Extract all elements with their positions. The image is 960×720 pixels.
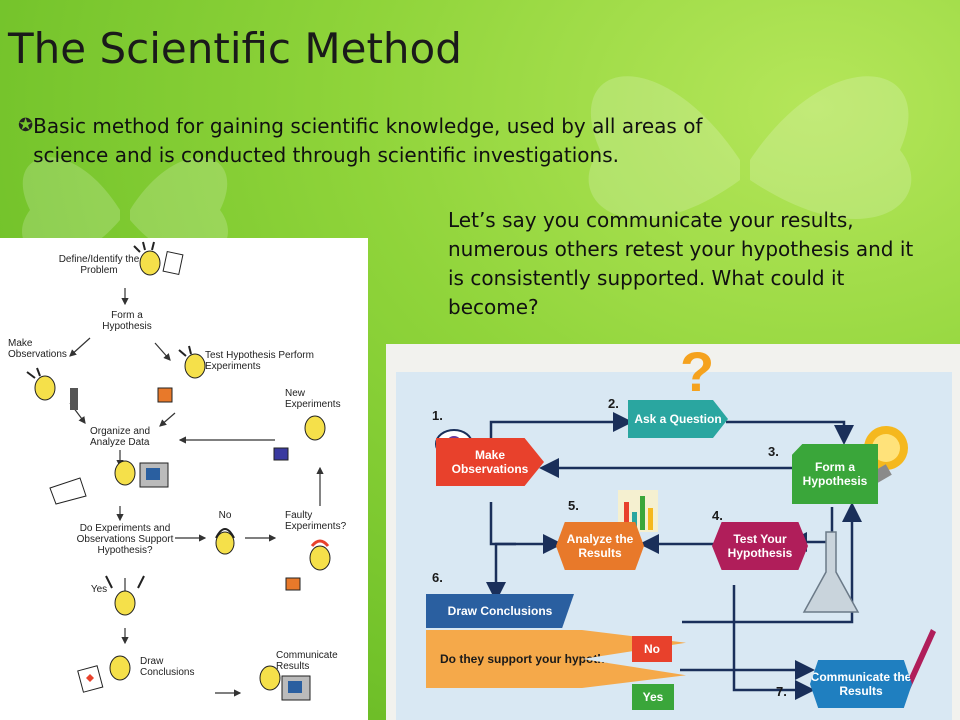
step-communicate-results: Communicate Results: [276, 650, 338, 672]
step-number: 6.: [432, 570, 443, 585]
step-test-hypothesis: Test Hypothesis Perform Experiments: [205, 350, 314, 372]
step-analyze-results: Analyze the Results: [556, 522, 644, 570]
step-make-observations: Make Observations: [8, 338, 67, 360]
step-communicate-results: Communicate the Results: [810, 660, 912, 708]
question-text: Let’s say you communicate your results, …: [448, 208, 914, 319]
right-flowchart-canvas: 1. 2. 3. 4. 5. 6. 7. ? Make Observations…: [396, 344, 952, 720]
step-form-hypothesis: Form a Hypothesis: [102, 310, 152, 332]
right-flowchart-image: 1. 2. 3. 4. 5. 6. 7. ? Make Observations…: [386, 344, 960, 720]
step-ask-question: Ask a Question: [628, 400, 728, 438]
label-yes: Yes: [632, 684, 674, 710]
scientist-figure-icon: [77, 655, 131, 693]
label-no: No: [632, 636, 672, 662]
question-mark-icon: ?: [680, 340, 715, 403]
bullet-item: ✪ Basic method for gaining scientific kn…: [18, 112, 718, 170]
step-new-experiments: New Experiments: [285, 388, 341, 410]
slide-title: The Scientific Method: [8, 24, 462, 73]
step-number: 2.: [608, 396, 619, 411]
step-draw-conclusions: Draw Conclusions: [426, 594, 574, 628]
scientist-figure-icon: [105, 575, 145, 616]
scientist-figure-icon: [285, 539, 331, 591]
label-no: No: [218, 510, 232, 521]
step-define-problem: Define/Identify the Problem: [58, 254, 140, 276]
scientist-figure-icon: [133, 241, 184, 276]
scientist-figure-icon: [49, 460, 169, 505]
scientist-figure-icon: [273, 415, 326, 461]
bullet-marker-icon: ✪: [18, 115, 34, 136]
step-number: 1.: [432, 408, 443, 423]
step-number: 3.: [768, 444, 779, 459]
bullet-text: Basic method for gaining scientific know…: [33, 114, 703, 167]
step-number: 5.: [568, 498, 579, 513]
scientist-figure-icon: [157, 345, 206, 403]
step-test-hypothesis: Test Your Hypothesis: [712, 522, 808, 570]
step-number: 7.: [776, 684, 787, 699]
step-make-observations: Make Observations: [436, 438, 544, 486]
step-number: 4.: [712, 508, 723, 523]
flask-icon: [802, 531, 860, 613]
step-form-hypothesis: Form a Hypothesis: [792, 444, 878, 504]
step-draw-conclusions: Draw Conclusions: [140, 656, 195, 678]
scientist-figure-icon: [259, 665, 311, 701]
step-support-hypothesis: Do Experiments and Observations Support …: [76, 523, 174, 556]
left-flowchart-figures: [26, 241, 331, 701]
scientist-figure-icon: [215, 528, 235, 555]
scientist-figure-icon: [26, 367, 78, 410]
butterfly-decoration: [588, 76, 912, 219]
step-faulty-experiments: Faulty Experiments?: [285, 510, 347, 532]
left-flowchart-image: Define/Identify the Problem Form a Hypot…: [0, 238, 368, 720]
butterfly-decoration: [22, 157, 228, 259]
label-yes: Yes: [90, 584, 108, 595]
step-organize-data: Organize and Analyze Data: [90, 426, 151, 448]
